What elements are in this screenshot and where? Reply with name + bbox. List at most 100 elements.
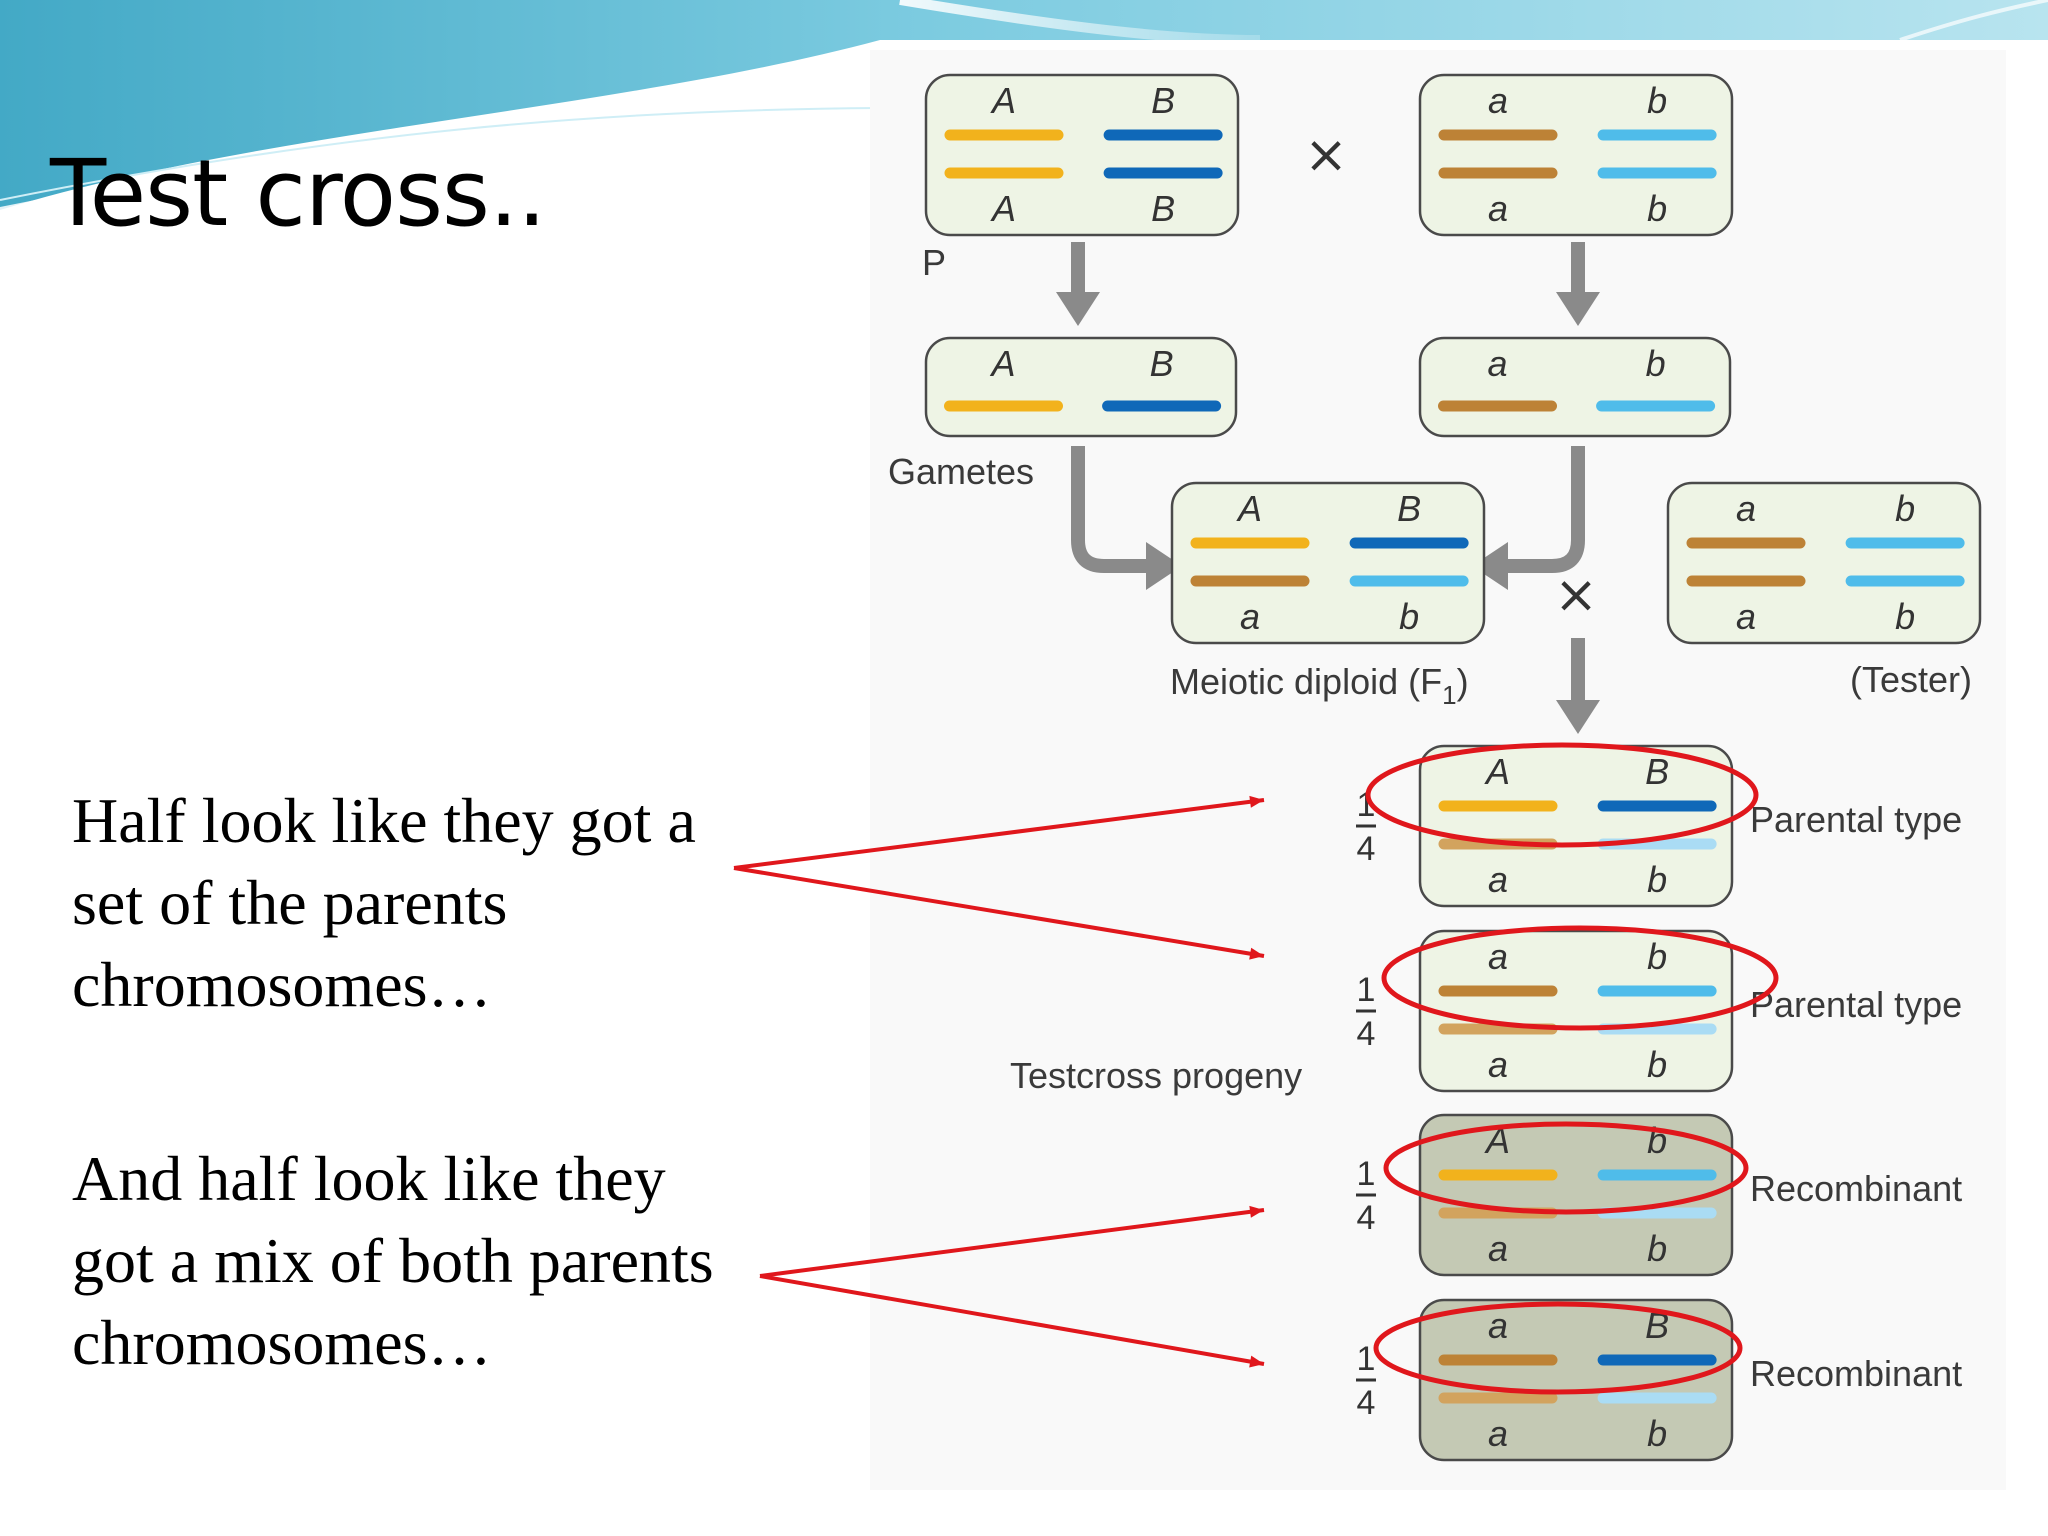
f1-label-text: Meiotic diploid (F <box>1170 661 1442 702</box>
cross-symbol: × <box>1554 565 1598 625</box>
parental-type-label: Parental type <box>1750 799 1962 840</box>
pointer-line <box>759 1274 1265 1366</box>
allele-label: a <box>1240 596 1260 637</box>
cell-box <box>1418 73 1734 237</box>
highlight-ellipse <box>1383 1121 1749 1215</box>
allele-label: A <box>1484 751 1510 792</box>
cell-parent-ab: a b a b <box>1418 73 1734 237</box>
arrow-f1-progeny-head <box>1556 700 1600 734</box>
highlight-ellipse <box>1373 1301 1743 1395</box>
arrow-gamete-right-head <box>1472 542 1508 590</box>
allele-label: a <box>1487 343 1507 384</box>
fraction-denominator: 4 <box>1357 1015 1376 1053</box>
fraction-denominator: 4 <box>1357 1199 1376 1237</box>
arrow-gamete-right <box>1506 446 1585 573</box>
arrow-gamete-left-head <box>1146 542 1182 590</box>
allele-label: b <box>1646 343 1666 384</box>
parental-caption: Half look like they got a set of the par… <box>72 780 832 1026</box>
slide-header-wave <box>0 0 2048 213</box>
allele-label: b <box>1647 936 1667 977</box>
allele-label: b <box>1647 859 1667 900</box>
pointer-head <box>1249 1205 1264 1218</box>
recombinant-caption-line: And half look like they <box>72 1143 666 1214</box>
recombinant-label: Recombinant <box>1750 1353 1962 1394</box>
cross-symbol: × <box>1304 125 1348 185</box>
allele-label: B <box>1645 751 1669 792</box>
allele-label: B <box>1151 80 1175 121</box>
cell-box <box>1418 744 1734 908</box>
progeny-fraction: 14 <box>1356 971 1376 1053</box>
progeny-fraction: 14 <box>1356 1340 1376 1422</box>
recombinant-caption-line: got a mix of both parents <box>72 1225 714 1296</box>
progeny-fraction: 14 <box>1356 786 1376 868</box>
f1-label-subscript: 1 <box>1442 680 1456 710</box>
parental-caption-line: set of the parents <box>72 867 508 938</box>
f1-label-close: ) <box>1457 661 1469 702</box>
parental-type-label: Parental type <box>1750 984 1962 1025</box>
allele-label: a <box>1736 488 1756 529</box>
allele-label: A <box>990 188 1016 229</box>
allele-label: a <box>1488 188 1508 229</box>
allele-label: A <box>1236 488 1262 529</box>
allele-label: b <box>1647 1228 1667 1269</box>
allele-label: a <box>1488 1305 1508 1346</box>
testcross-progeny-label: Testcross progeny <box>1010 1055 1302 1096</box>
allele-label: b <box>1895 596 1915 637</box>
gametes-label: Gametes <box>888 451 1034 492</box>
cell-box <box>1666 481 1982 645</box>
fraction-numerator: 1 <box>1357 786 1376 824</box>
cell-box <box>924 73 1240 237</box>
arrow-gamete-left <box>1071 446 1148 573</box>
highlight-ellipse <box>1365 742 1759 848</box>
allele-label: b <box>1647 188 1667 229</box>
fraction-denominator: 4 <box>1357 830 1376 868</box>
allele-label: B <box>1397 488 1421 529</box>
allele-label: a <box>1488 1228 1508 1269</box>
parental-caption-line: Half look like they got a <box>72 785 696 856</box>
allele-label: b <box>1399 596 1419 637</box>
pointer-line <box>759 1208 1265 1278</box>
cell-f1: A Ba b <box>1170 481 1486 645</box>
fraction-numerator: 1 <box>1357 971 1376 1009</box>
cell-box <box>1418 929 1734 1093</box>
slide-title: Test cross.. <box>50 140 546 247</box>
recombinant-label: Recombinant <box>1750 1168 1962 1209</box>
pointer-line <box>733 798 1265 870</box>
fraction-denominator: 4 <box>1357 1384 1376 1422</box>
cell-box <box>1418 1298 1734 1462</box>
allele-label: a <box>1736 596 1756 637</box>
cell-tester: a b a b <box>1666 481 1982 645</box>
highlight-ellipse <box>1381 925 1779 1031</box>
cell-box <box>1418 336 1732 438</box>
allele-label: b <box>1647 80 1667 121</box>
cell-box <box>1170 481 1486 645</box>
allele-label: a <box>1488 859 1508 900</box>
allele-label: b <box>1647 1413 1667 1454</box>
allele-label: A <box>989 343 1015 384</box>
generation-label-p: P <box>922 242 946 283</box>
pointer-head <box>1249 795 1264 808</box>
pointer-head <box>1249 947 1264 960</box>
allele-label: a <box>1488 1413 1508 1454</box>
allele-label: B <box>1150 343 1174 384</box>
recombinant-caption: And half look like they got a mix of bot… <box>72 1138 832 1384</box>
allele-label: b <box>1895 488 1915 529</box>
f1-label: Meiotic diploid (F1) <box>1170 661 1469 710</box>
cell-progeny-1: A Ba b <box>1418 744 1734 908</box>
allele-label: b <box>1647 1044 1667 1085</box>
pointer-line <box>733 866 1265 958</box>
tester-label: (Tester) <box>1850 659 1972 700</box>
progeny-fraction: 14 <box>1356 1155 1376 1237</box>
fraction-numerator: 1 <box>1357 1340 1376 1378</box>
parental-caption-line: chromosomes… <box>72 949 492 1020</box>
allele-label: a <box>1488 80 1508 121</box>
arrow-p-right-head <box>1556 292 1600 326</box>
